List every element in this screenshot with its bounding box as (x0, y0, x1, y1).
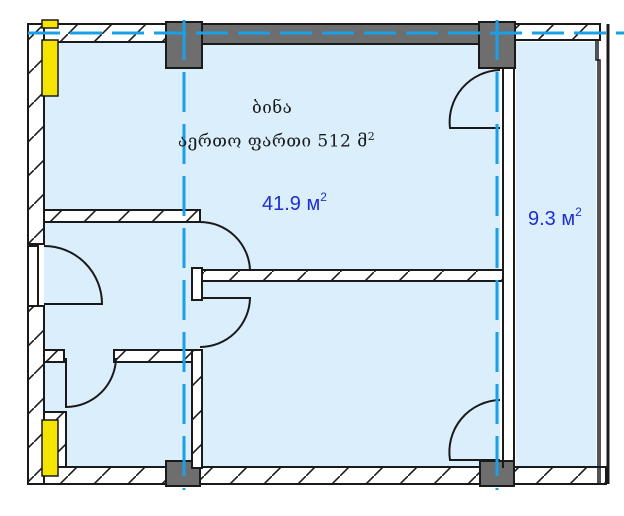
total-area-unit-sup: 2 (367, 130, 376, 143)
room-area-main: 41.9 м2 (262, 190, 327, 216)
room-area-balcony-value: 9.3 м (528, 208, 576, 230)
room-area-main-sup: 2 (320, 190, 327, 204)
total-area-label: აერთო ფართი 512 მ2 (178, 130, 375, 152)
grid-axes (28, 20, 624, 490)
room-area-balcony-sup: 2 (575, 205, 582, 219)
balcony-partition (502, 68, 515, 468)
total-area-text: აერთო ფართი 512 (178, 131, 352, 152)
total-area-unit: მ (357, 131, 368, 152)
plan-title: ბინა (252, 98, 293, 118)
room-area-main-value: 41.9 м (262, 193, 321, 215)
radiators (41, 19, 59, 477)
room-area-balcony: 9.3 м2 (528, 205, 582, 231)
door-swings (43, 69, 501, 461)
floor-areas (44, 42, 596, 467)
